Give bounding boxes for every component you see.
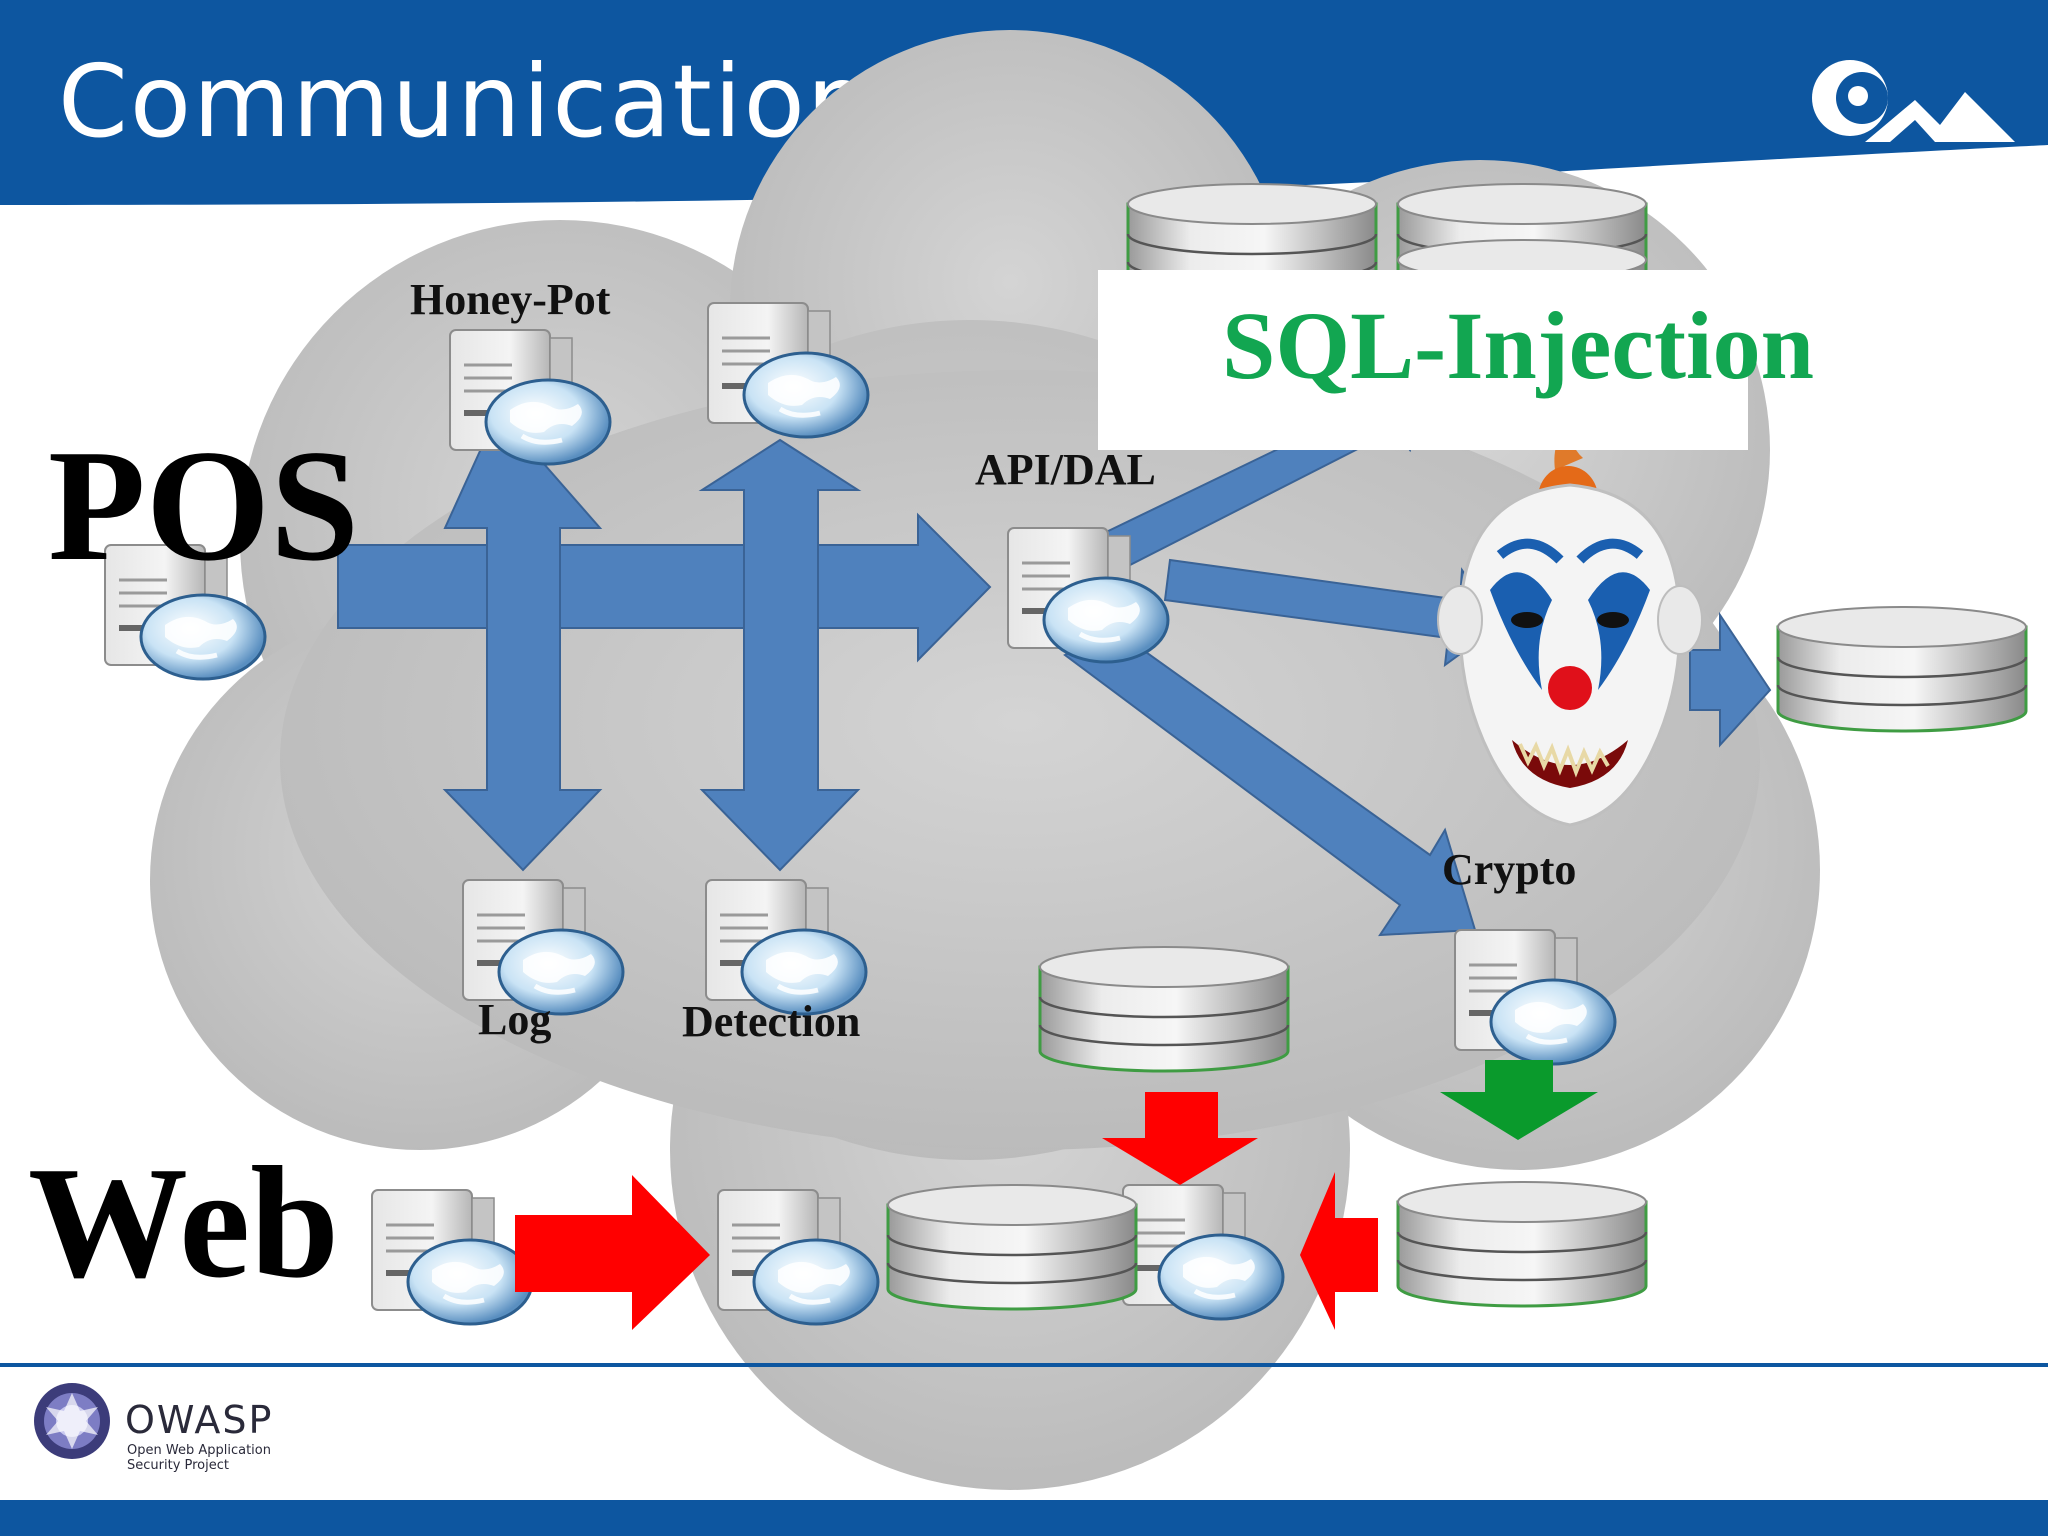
blue-arrows — [337, 358, 1772, 937]
web-label: Web — [28, 1133, 340, 1311]
footer-bar — [0, 1500, 2048, 1536]
page-title: Communications — [58, 43, 927, 160]
arrow-db-left — [1300, 1172, 1378, 1330]
database-icon — [886, 1183, 1138, 1311]
api-dal-label: API/DAL — [975, 445, 1156, 494]
arrow-db-down — [1102, 1092, 1258, 1185]
arrow-web-right — [515, 1175, 710, 1330]
owasp-logo-icon — [34, 1383, 110, 1459]
sql-injection-panel — [1098, 270, 1748, 450]
owasp-tagline-2: Security Project — [127, 1458, 229, 1473]
database-icon — [1776, 605, 2028, 733]
database-icon — [1038, 945, 1290, 1073]
arrow-api-crypto — [1063, 628, 1477, 937]
honeypot-label: Honey-Pot — [410, 275, 611, 324]
arrow-clown-db — [1689, 611, 1772, 748]
owasp-name: OWASP — [125, 1398, 274, 1442]
database-icon — [1396, 1180, 1648, 1308]
owasp-tagline-1: Open Web Application — [127, 1443, 271, 1458]
red-arrows — [515, 1092, 1378, 1330]
arrow-crypto-down — [1440, 1060, 1598, 1140]
arrow-detection — [698, 438, 862, 872]
footer-rule — [0, 1363, 2048, 1367]
pos-label: POS — [48, 416, 360, 594]
server-web — [372, 1190, 532, 1324]
clown-mask-icon — [1437, 420, 1703, 827]
log-label: Log — [478, 995, 552, 1044]
crypto-label: Crypto — [1442, 845, 1577, 894]
arrow-honeypot-log — [442, 439, 603, 872]
detection-label: Detection — [682, 997, 861, 1046]
mountain-logo-icon — [1812, 60, 2015, 142]
sql-injection-label: SQL-Injection — [1222, 292, 1815, 399]
